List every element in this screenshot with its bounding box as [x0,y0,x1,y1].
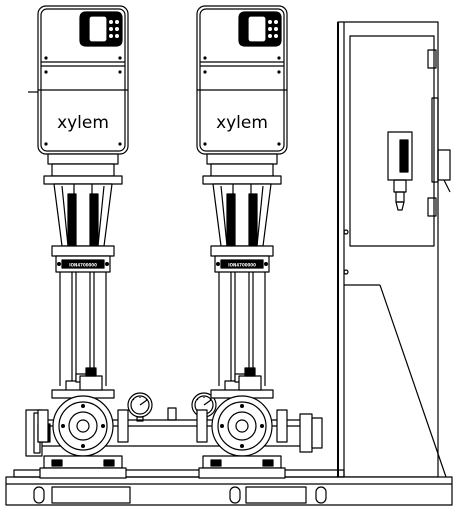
brand-label-left: xylem [57,113,109,133]
control-panel [337,21,451,478]
nameplate-code-right: ION4700000 [228,263,256,268]
nameplate-code-left: ION4700000 [69,263,97,268]
pump-unit-right [196,5,288,479]
brand-label-right: xylem [216,113,268,133]
pump-unit-left [28,5,129,479]
pressure-gauge-left [127,392,153,422]
base-frame [5,469,453,506]
